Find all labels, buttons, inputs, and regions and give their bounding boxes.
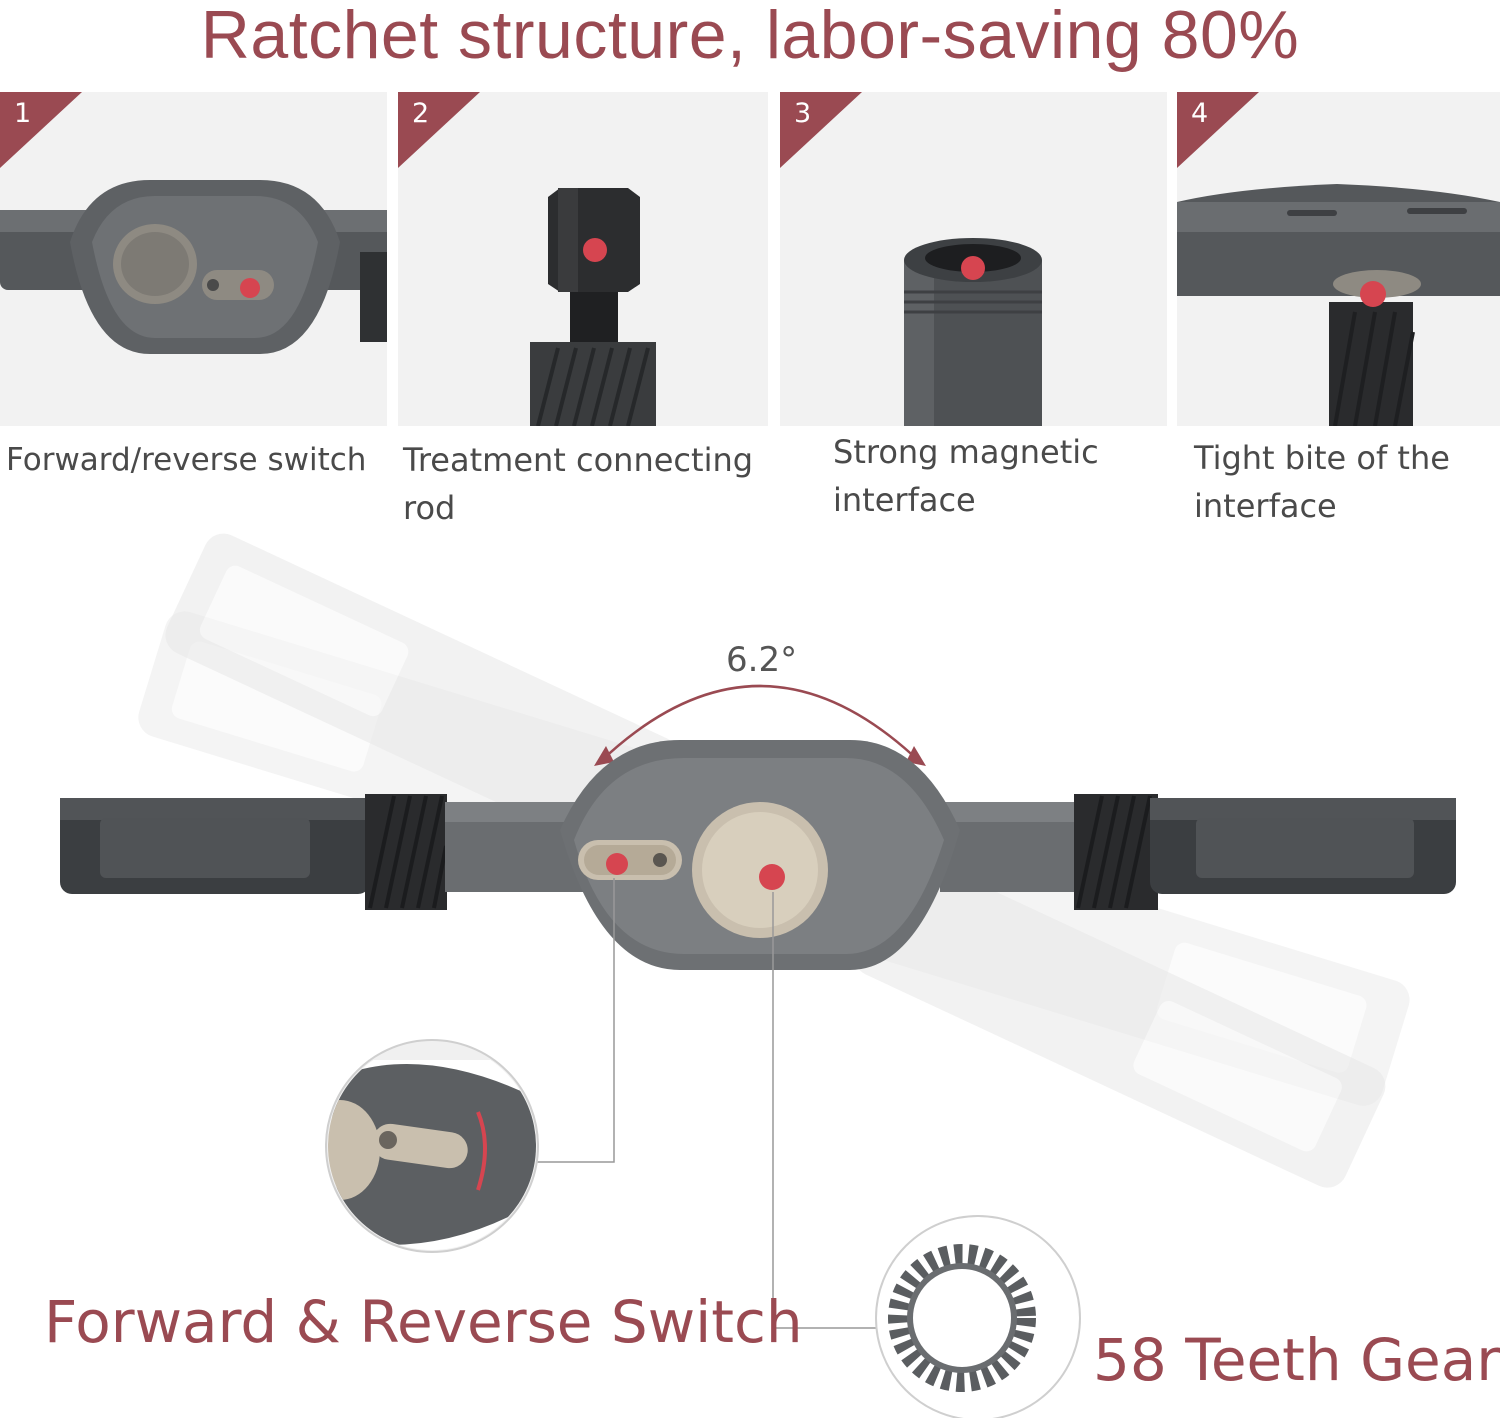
switch-callout-label: Forward & Reverse Switch [44,1288,803,1356]
switch-zoom-inset [325,1039,539,1253]
panel-number: 2 [412,98,430,129]
magnetic-interface-image [904,238,1042,426]
rotation-angle-label: 6.2° [722,640,802,680]
gear-callout-label: 58 Teeth Gear [1093,1326,1500,1394]
gear-zoom-inset [875,1215,1081,1418]
page-title: Ratchet structure, labor-saving 80% [200,0,1300,73]
switch-leader-line [534,878,615,1163]
arc-arrow-left [594,746,614,766]
feature-panel-3: 3 [780,92,1167,426]
corner-flag [398,92,480,168]
interface-bite-image [1177,184,1500,426]
corner-flag [1177,92,1259,168]
ghost-handle-lower [165,533,1386,1188]
corner-flag [780,92,862,168]
feature-panel-1: 1 [0,92,387,426]
ratchet-handle-illustration [60,533,1456,1418]
panel-caption-1: Forward/reverse switch [6,442,367,478]
panel-caption-4: Tight bite of the interface [1194,439,1450,525]
panel-number: 1 [14,98,32,129]
connecting-rod-image [530,188,656,426]
panel-number: 3 [794,98,812,129]
switch-marker [606,853,628,875]
rotation-arc [599,684,921,763]
feature-panel-2: 2 [398,92,768,426]
feature-panel-4: 4 [1177,92,1500,426]
arc-arrow-right [906,746,926,766]
panel-number: 4 [1191,98,1209,129]
knob-marker [759,864,785,890]
main-handle [60,740,1456,970]
corner-flag [0,92,82,168]
panel-caption-3: Strong magnetic interface [833,433,1099,519]
ratchet-switch-image [0,180,387,354]
gear-leader-line [772,892,876,1329]
panel-caption-2: Treatment connecting rod [403,441,754,527]
